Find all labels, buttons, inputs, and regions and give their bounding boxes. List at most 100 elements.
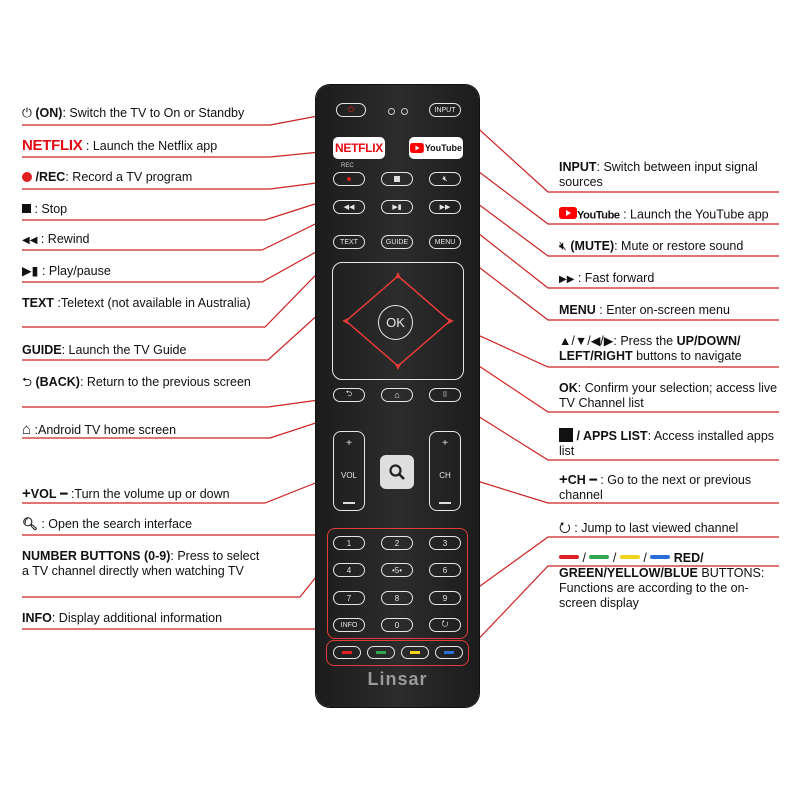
stop-icon	[394, 176, 400, 182]
search-icon: 🔍︎	[22, 517, 38, 531]
record-dot-icon	[22, 172, 32, 182]
up-arrow-icon	[395, 272, 401, 278]
number-button[interactable]: 9	[429, 591, 461, 605]
blue-bar-icon	[444, 651, 454, 654]
label-netflix: NETFLIX : Launch the Netflix app	[22, 137, 218, 154]
youtube-logo-word: YouTube	[577, 209, 620, 222]
label-last: ⭮ : Jump to last viewed channel	[559, 519, 739, 536]
power-button[interactable]: ⏻	[336, 103, 366, 117]
indicator-led	[401, 108, 408, 115]
mute-button[interactable]: 🔇︎	[429, 172, 461, 186]
blue-bar-icon	[650, 555, 671, 559]
play-pause-icon: ▶▮	[392, 204, 402, 211]
blue-button[interactable]	[435, 646, 463, 659]
home-icon: ⌂	[394, 390, 400, 400]
brand-logo: Linsar	[367, 669, 428, 689]
number-button[interactable]: 1	[333, 536, 365, 550]
arrow-keys-icon: ▲/▼/◀/▶	[559, 334, 614, 348]
guide-button[interactable]: GUIDE	[381, 235, 413, 249]
green-button[interactable]	[367, 646, 395, 659]
back-button[interactable]: ⮌	[333, 388, 365, 402]
apps-button[interactable]: ⠿	[429, 388, 461, 402]
yellow-button[interactable]	[401, 646, 429, 659]
remote-control: ⏻ INPUT NETFLIX YouTube REC 🔇︎ ◀◀ ▶▮ ▶▶ …	[316, 85, 479, 707]
fast-forward-icon: ▶▶	[559, 274, 575, 285]
power-icon: ⏻	[347, 105, 355, 114]
vol-label: VOL	[340, 471, 357, 480]
mute-icon: 🔇︎	[442, 174, 448, 183]
number-button[interactable]: 8	[381, 591, 413, 605]
rewind-icon: ◀◀	[343, 204, 355, 211]
red-bar-icon	[342, 651, 352, 654]
minus-icon	[343, 502, 355, 504]
menu-button[interactable]: MENU	[429, 235, 461, 249]
label-guide: GUIDE: Launch the TV Guide	[22, 343, 187, 357]
label-input: INPUT: Switch between input signal sourc…	[559, 160, 758, 189]
channel-rocker[interactable]: + CH	[429, 431, 461, 511]
rec-label: REC	[341, 163, 354, 169]
down-arrow-icon	[395, 364, 401, 370]
fast-forward-icon: ▶▶	[439, 204, 451, 211]
rewind-button[interactable]: ◀◀	[333, 200, 365, 214]
fast-forward-button[interactable]: ▶▶	[429, 200, 461, 214]
label-home: ⌂ :Android TV home screen	[22, 421, 177, 438]
plus-icon: +	[22, 485, 31, 502]
mute-icon: 🔇︎	[559, 239, 567, 253]
label-numbers: NUMBER BUTTONS (0-9): Press to select a …	[22, 549, 260, 578]
ok-button[interactable]: OK	[378, 305, 413, 340]
netflix-logo: NETFLIX	[22, 137, 83, 154]
netflix-button[interactable]: NETFLIX	[333, 137, 385, 159]
stop-button[interactable]	[381, 172, 413, 186]
number-button[interactable]: •5•	[381, 563, 413, 577]
number-button[interactable]: 3	[429, 536, 461, 550]
yellow-bar-icon	[619, 555, 640, 559]
label-text: TEXT :Teletext (not available in Austral…	[22, 296, 251, 310]
label-youtube: YouTube : Launch the YouTube app	[559, 207, 784, 223]
number-button[interactable]: 0	[381, 618, 413, 632]
record-button[interactable]	[333, 172, 365, 186]
number-pad-frame	[327, 528, 468, 639]
input-button[interactable]: INPUT	[429, 103, 461, 117]
label-mute: 🔇︎ (MUTE): Mute or restore sound	[559, 239, 744, 253]
record-dot-icon	[347, 177, 351, 181]
search-button[interactable]	[380, 455, 414, 489]
youtube-logo-icon	[410, 143, 424, 153]
red-button[interactable]	[333, 646, 361, 659]
label-rewind: ◀◀ : Rewind	[22, 232, 90, 246]
play-pause-button[interactable]: ▶▮	[381, 200, 413, 214]
number-button[interactable]: 6	[429, 563, 461, 577]
home-icon: ⌂	[22, 421, 32, 438]
label-playpause: ▶▮ : Play/pause	[22, 264, 111, 278]
red-bar-icon	[559, 555, 579, 559]
info-button[interactable]: INFO	[333, 618, 365, 632]
stop-icon	[22, 204, 31, 213]
label-power: ⏻ (ON): Switch the TV to On or Standby	[22, 106, 245, 120]
indicator-led	[388, 108, 395, 115]
label-vol: +VOL ━ :Turn the volume up or down	[22, 485, 230, 502]
label-info: INFO: Display additional information	[22, 611, 223, 625]
label-colors: / / / RED/ GREEN/YELLOW/BLUE BUTTONS: Fu…	[559, 551, 765, 610]
dpad	[342, 272, 454, 370]
last-channel-button[interactable]: ⭮	[429, 618, 461, 632]
number-button[interactable]: 7	[333, 591, 365, 605]
green-bar-icon	[376, 651, 386, 654]
text-button[interactable]: TEXT	[333, 235, 365, 249]
left-arrow-icon	[342, 318, 348, 324]
last-channel-icon: ⭮	[559, 519, 571, 535]
play-pause-icon: ▶▮	[22, 264, 39, 278]
youtube-logo-icon	[559, 207, 577, 223]
last-channel-icon: ⭮	[441, 619, 449, 628]
number-button[interactable]: 4	[333, 563, 365, 577]
number-button[interactable]: 2	[381, 536, 413, 550]
label-ok: OK: Confirm your selection; access live …	[559, 381, 778, 410]
back-arrow-icon: ⮌	[345, 389, 353, 398]
home-button[interactable]: ⌂	[381, 388, 413, 402]
label-apps: / APPS LIST: Access installed apps list	[559, 428, 775, 458]
volume-rocker[interactable]: + VOL	[333, 431, 365, 511]
dpad-frame	[332, 262, 464, 380]
youtube-button[interactable]: YouTube	[409, 137, 463, 159]
ch-label: CH	[439, 471, 451, 480]
label-stop: : Stop	[22, 202, 267, 217]
apps-square-icon	[559, 428, 573, 442]
green-bar-icon	[589, 555, 610, 559]
